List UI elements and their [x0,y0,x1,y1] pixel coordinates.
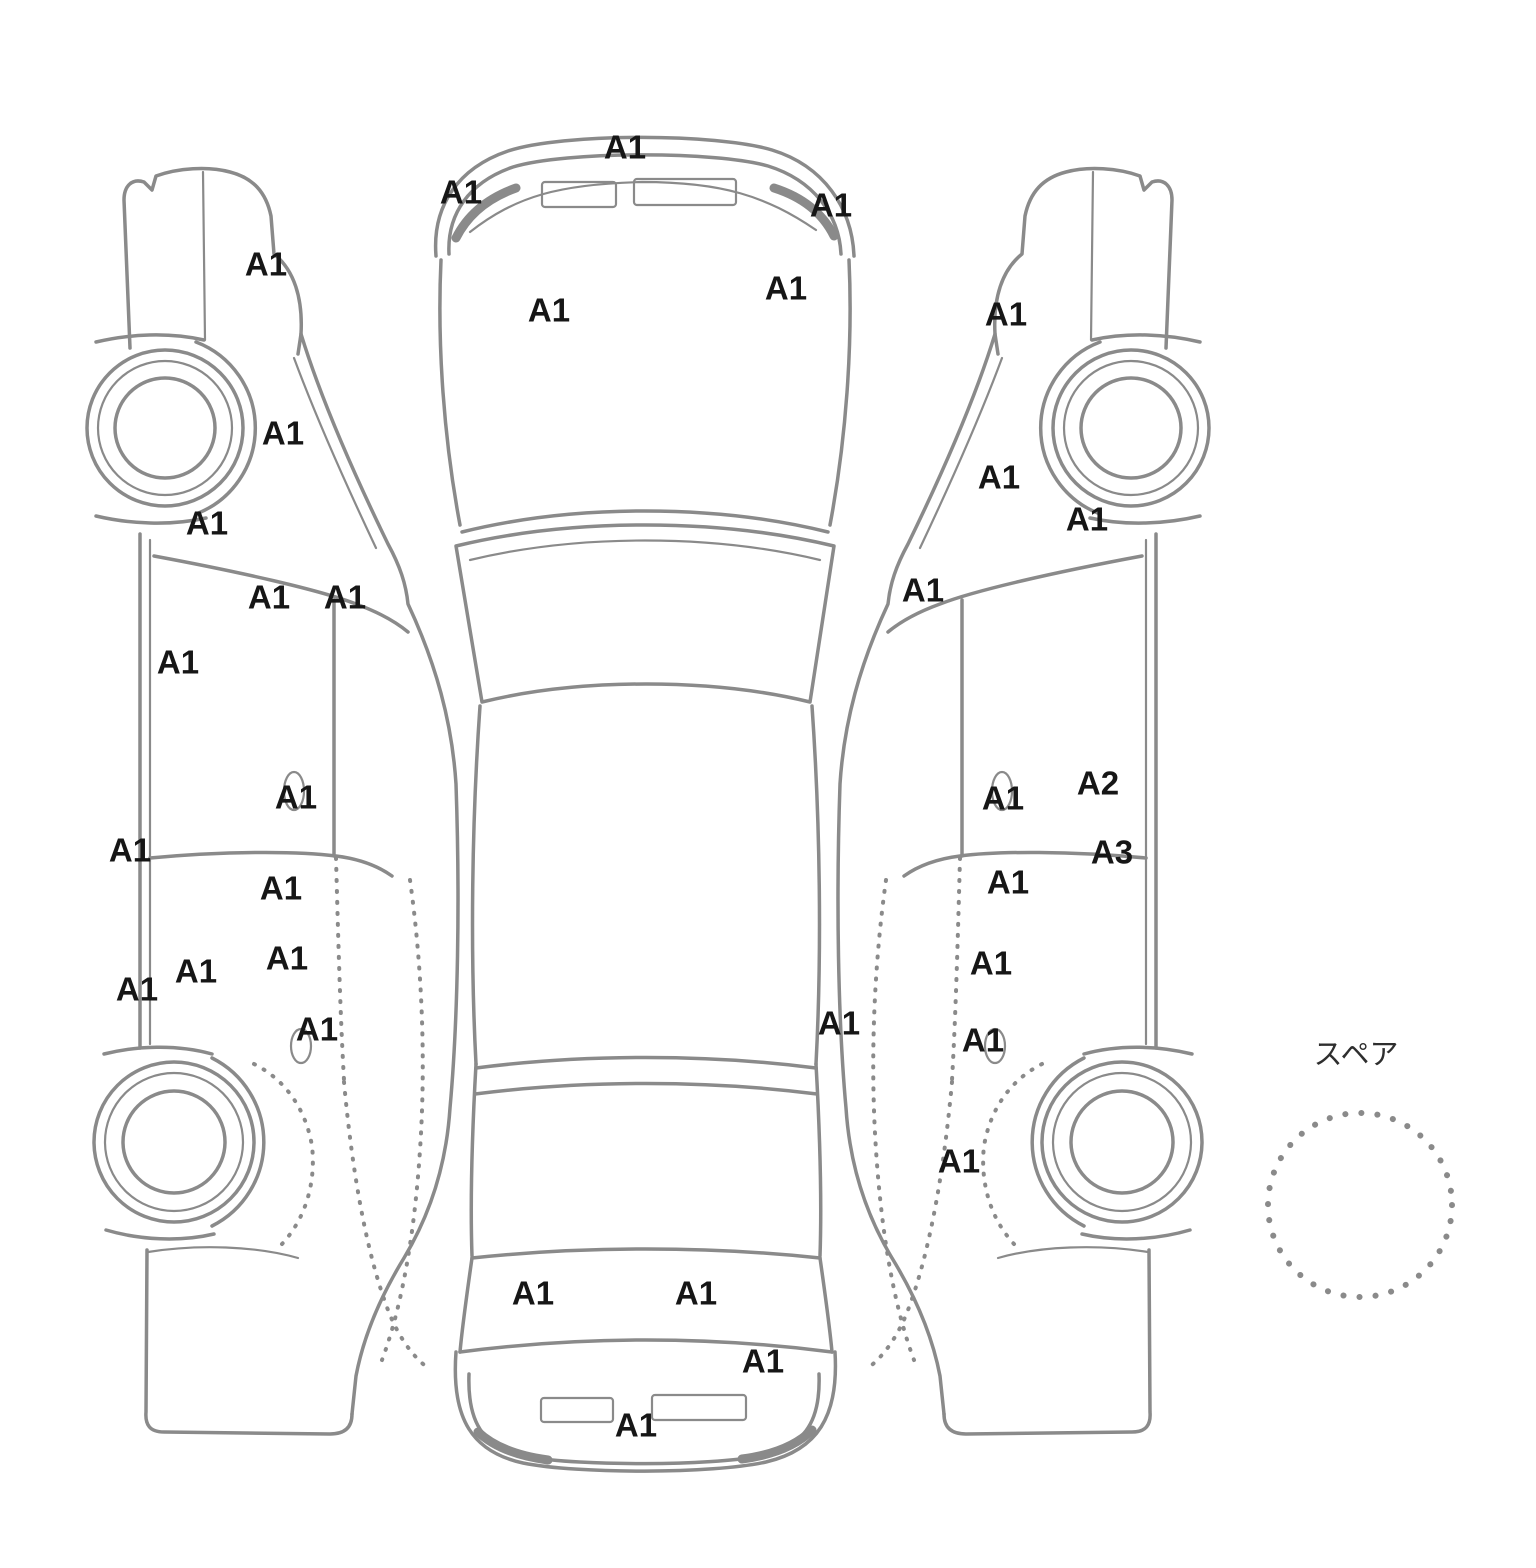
cowl-line [460,509,830,534]
damage-marker-a1: A1 [981,779,1025,817]
roof-edge-left [470,704,482,1066]
damage-marker-a1: A1 [961,1021,1005,1059]
quarter-edge-left [469,1062,478,1258]
spare-tire [1265,1110,1455,1300]
rear-trim-right [650,1393,748,1422]
damage-marker-a1: A1 [527,291,571,329]
front-trim-right [632,177,738,207]
rear-trim-left [539,1396,615,1424]
front-bumper-inner [447,153,843,256]
damage-marker-a1: A1 [244,245,288,283]
damage-marker-a1: A1 [265,939,309,977]
damage-marker-a1: A1 [937,1142,981,1180]
damage-marker-a1: A1 [901,571,945,609]
damage-marker-a1: A1 [108,831,152,869]
rear-bumper-corner-right [737,1425,817,1464]
door-seam [148,850,394,878]
rear-panel-line [458,1338,834,1354]
front-cap-seam [201,170,207,342]
rear-bumper-outline [144,1248,354,1436]
damage-marker-a1: A1 [247,578,291,616]
windshield [454,523,836,704]
damage-marker-a1: A1 [261,414,305,452]
spare-tire-label: スペア [1313,1037,1399,1071]
damage-marker-a1: A1 [986,863,1030,901]
damage-marker-a1: A1 [984,295,1028,333]
rear-bumper-corner-left [473,1427,553,1465]
damage-marker-a1: A1 [741,1342,785,1380]
damage-marker-a1: A1 [156,643,200,681]
hood-edge-right [828,258,852,527]
quarter-edge-right [814,1062,823,1258]
damage-marker-a1: A1 [817,1004,861,1042]
damage-marker-a1: A1 [295,1010,339,1048]
damage-marker-a1: A1 [969,944,1013,982]
front-fender-top [94,333,206,344]
damage-marker-a1: A1 [764,269,808,307]
quarter-widen-left [458,1256,474,1354]
rear-bumper-seam [146,1246,300,1260]
quarter-widen-right [818,1256,834,1354]
damage-marker-a1: A1 [511,1274,555,1312]
rear-wheel-arch [210,1056,266,1228]
damage-marker-a1: A1 [1065,500,1109,538]
front-grille-line [468,180,818,234]
front-fender-bottom [94,514,208,525]
front-bumper-outer [433,135,856,258]
damage-marker-a1: A1 [977,458,1021,496]
rear-window-top [474,1055,818,1070]
damage-marker-a1: A1 [259,869,303,907]
rear-bumper-outer [453,1350,838,1473]
trunk-line [470,1247,822,1260]
damage-marker-a1: A1 [115,970,159,1008]
damage-marker-a1: A1 [603,128,647,166]
rear-fender-top [102,1045,214,1056]
damage-marker-a1: A1 [809,186,853,224]
windshield-inner-line [468,539,822,562]
front-cap-outline [122,166,304,356]
damage-marker-a1: A1 [674,1274,718,1312]
damage-marker-a1: A1 [185,504,229,542]
rear-wheel [92,1060,256,1224]
front-trim-left [540,180,618,209]
rear-fender-bottom [104,1228,216,1241]
left-side-view [85,166,460,1436]
rear-door-handle [289,1027,313,1065]
hidden-quarter-line-1 [342,1080,430,1370]
hidden-wheelhouse-line [252,1062,315,1246]
a-pillar-inner [292,356,378,550]
damage-marker-a1: A1 [323,578,367,616]
hidden-quarter-line-2 [380,878,425,1362]
damage-marker-a1: A1 [174,952,218,990]
damage-marker-a1: A1 [439,173,483,211]
damage-marker-a2: A2 [1076,764,1120,802]
rear-window-bottom [473,1081,819,1096]
top-view [433,135,856,1473]
front-bumper-corner-left [451,183,521,243]
damage-marker-a3: A3 [1090,833,1134,871]
beltline [152,554,410,634]
hidden-door-seam [334,856,346,1082]
spare-tire-circle [1265,1110,1455,1300]
damage-marker-a1: A1 [274,778,318,816]
front-wheel-arch [194,340,258,516]
hood-edge-left [438,258,462,527]
front-wheel [85,348,245,508]
front-door-handle [282,770,306,812]
front-bumper-corner-right [769,183,839,241]
damage-marker-a1: A1 [614,1406,658,1444]
roof-edge-right [810,704,822,1066]
body-silhouette [299,332,460,1416]
